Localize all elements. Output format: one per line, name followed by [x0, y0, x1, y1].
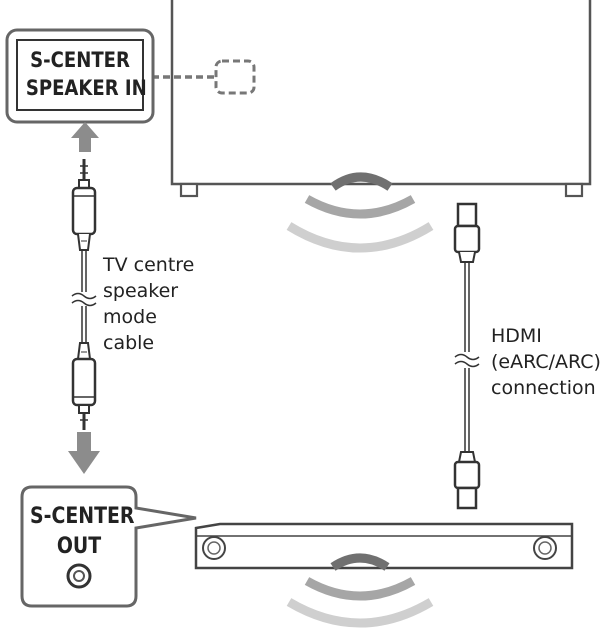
soundbar-sound-waves	[286, 553, 434, 628]
hdmi-label-line3: connection	[491, 377, 596, 399]
hdmi-label-line1: HDMI	[491, 325, 542, 347]
speaker-in-label-line2: SPEAKER IN	[25, 76, 147, 100]
hdmi-label: HDMI (eARC/ARC) connection	[491, 323, 601, 401]
cable-label: TV centre speaker mode cable	[103, 252, 194, 356]
tv-input-port-dashed	[214, 59, 256, 95]
arrow-up-icon	[71, 122, 99, 152]
cable-label-line2: speaker	[103, 280, 179, 302]
speaker-out-label-line1: S-CENTER	[29, 504, 135, 529]
hdmi-cable	[453, 202, 481, 510]
speaker-in-label: S-CENTER SPEAKER IN	[25, 46, 147, 102]
speaker-in-label-line1: S-CENTER	[30, 48, 130, 72]
speaker-out-callout	[20, 485, 197, 608]
cable-label-line3: mode	[103, 306, 157, 328]
speaker-in-box-inner	[16, 39, 144, 111]
arrow-down-icon	[68, 432, 100, 474]
tv	[152, 0, 592, 198]
soundbar	[194, 522, 574, 570]
centre-speaker-cable	[71, 159, 97, 430]
tv-stand-right	[564, 182, 584, 198]
output-jack-inner	[73, 570, 85, 582]
cable-label-line4: cable	[103, 332, 155, 354]
hdmi-label-line2: (eARC/ARC)	[491, 351, 601, 373]
tv-sound-waves	[286, 172, 434, 253]
cable-label-line1: TV centre	[103, 254, 195, 276]
speaker-out-label-line2: OUT	[56, 534, 102, 559]
speaker-out-label: S-CENTER OUT	[29, 502, 135, 562]
tv-stand-left	[179, 182, 199, 198]
